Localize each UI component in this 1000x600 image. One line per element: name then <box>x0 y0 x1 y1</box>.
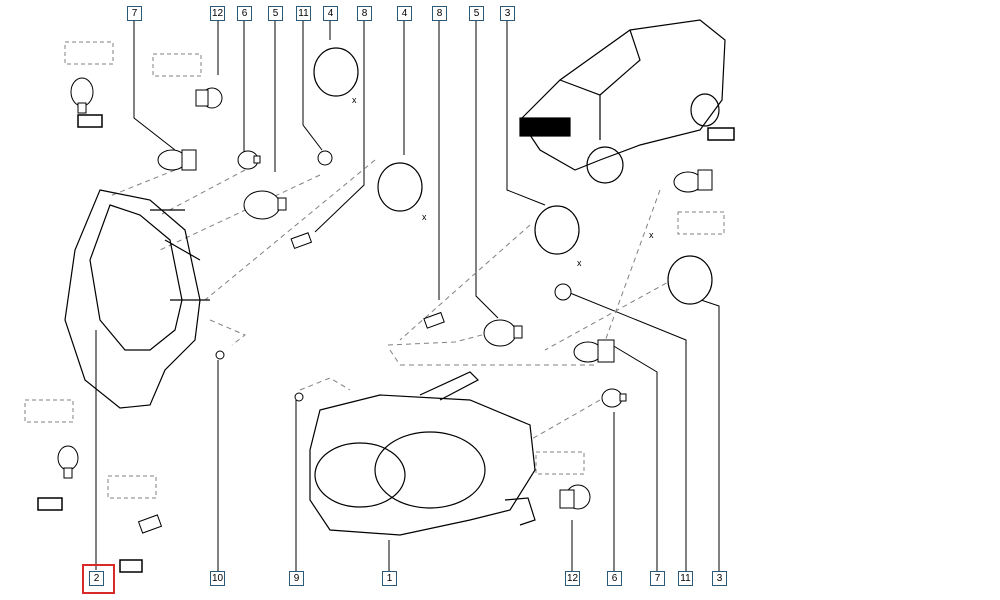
callout-7: 7 <box>127 6 142 21</box>
callout-8b: 8 <box>432 6 447 21</box>
callout-12: 12 <box>210 6 225 21</box>
leader-11b <box>569 292 687 572</box>
cap-icon <box>313 47 359 97</box>
callout-3: 3 <box>500 6 515 21</box>
ref-box <box>24 399 74 423</box>
callout-4: 4 <box>323 6 338 21</box>
bulb-icon <box>243 190 287 220</box>
callout-6: 6 <box>237 6 252 21</box>
callout-12b: 12 <box>565 571 580 586</box>
callout-5b: 5 <box>469 6 484 21</box>
h4-bulb-icon <box>157 149 197 171</box>
leader-11 <box>302 20 323 151</box>
ref-box <box>107 475 157 499</box>
callout-7b: 7 <box>650 571 665 586</box>
ref-box <box>64 41 114 65</box>
callout-11: 11 <box>296 6 311 21</box>
headlamp-rear <box>64 189 210 409</box>
ref-box <box>535 451 585 475</box>
x-mark: x <box>352 95 357 105</box>
bulb-icon <box>483 319 523 347</box>
bulb-icon <box>237 150 261 170</box>
ref-box <box>677 211 725 235</box>
callout-3b: 3 <box>712 571 727 586</box>
callout-5: 5 <box>268 6 283 21</box>
callout-11b: 11 <box>678 571 693 586</box>
x-mark: x <box>577 258 582 268</box>
leader-3 <box>506 20 546 206</box>
leader-3b <box>694 297 720 572</box>
callout-6b: 6 <box>607 571 622 586</box>
ref-box <box>152 53 202 77</box>
callout-8: 8 <box>357 6 372 21</box>
h4-bulb-icon <box>673 169 713 193</box>
callout-9: 9 <box>289 571 304 586</box>
bulb-icon <box>57 445 79 479</box>
holder-icon <box>215 150 572 402</box>
x-mark: x <box>649 230 654 240</box>
vehicle-illustration <box>519 19 726 184</box>
x-mark: x <box>422 212 427 222</box>
callout-10: 10 <box>210 571 225 586</box>
leader-5b <box>475 20 499 319</box>
highlight-box <box>82 564 115 594</box>
connector-box <box>119 559 143 573</box>
wedge-bulb-icon <box>137 232 445 534</box>
connector-box <box>77 114 103 128</box>
leader-7b <box>611 344 658 572</box>
leader-7 <box>133 20 176 151</box>
leader-8a <box>314 20 365 233</box>
connector-box <box>707 127 735 141</box>
callout-4b: 4 <box>397 6 412 21</box>
connector-box <box>37 497 63 511</box>
cap-icon <box>534 205 580 255</box>
socket-icon <box>195 87 591 510</box>
bulb-icon <box>601 388 627 408</box>
callout-1: 1 <box>382 571 397 586</box>
cap-icon <box>667 255 713 305</box>
bulb-icon <box>70 77 94 114</box>
headlamp-front <box>309 371 536 536</box>
callout-2[interactable]: 2 <box>89 571 104 586</box>
cap-icon <box>377 162 423 212</box>
h4-bulb-icon <box>573 339 615 363</box>
